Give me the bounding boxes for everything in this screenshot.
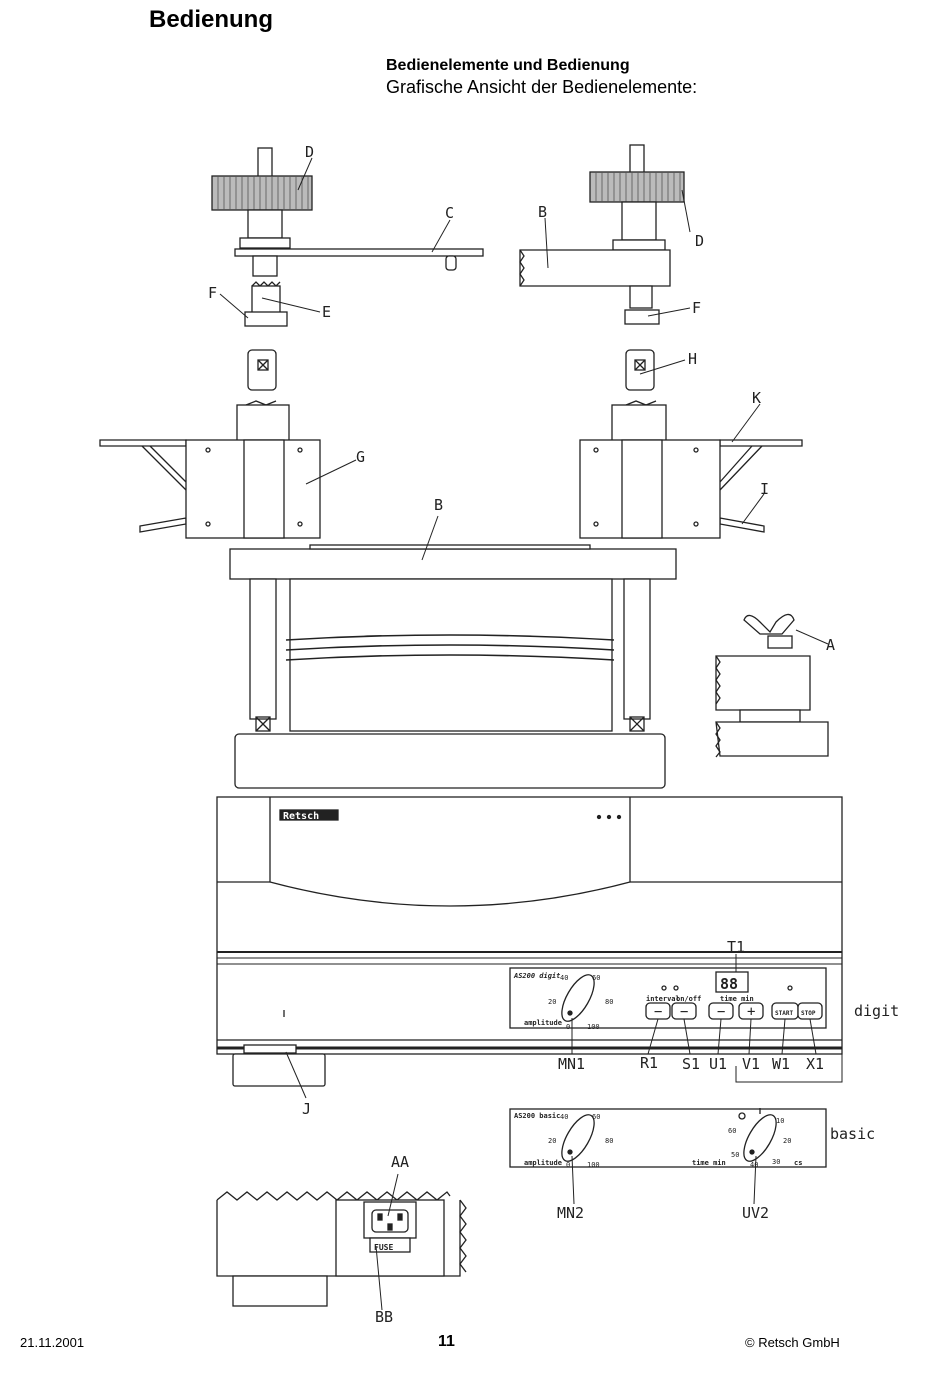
- footer-copyright: © Retsch GmbH: [745, 1335, 840, 1350]
- digit-amp-100: 100: [587, 1023, 600, 1031]
- label-h: H: [688, 350, 697, 368]
- footer-date: 21.11.2001: [20, 1335, 85, 1350]
- basic-amp-60: 60: [592, 1113, 600, 1121]
- top-left-assembly: [211, 147, 484, 442]
- label-mn2: MN2: [557, 1204, 584, 1222]
- label-aa: AA: [391, 1153, 409, 1171]
- label-b-top: B: [538, 203, 547, 221]
- interval-label: interval: [646, 995, 680, 1003]
- time-display: 88: [720, 975, 738, 993]
- onoff-label: on/off: [676, 995, 701, 1003]
- basic-time-40: 40: [750, 1161, 758, 1169]
- onoff-minus-button: −: [680, 1004, 688, 1020]
- basic-amp-80: 80: [605, 1137, 613, 1145]
- rear-view: [216, 1191, 467, 1307]
- stop-button: STOP: [801, 1010, 816, 1017]
- basic-time-10: 10: [776, 1117, 784, 1125]
- digit-amp-40: 40: [560, 974, 568, 982]
- basic-time-60: 60: [728, 1127, 736, 1135]
- basic-amp-0: 0: [566, 1161, 570, 1169]
- basic-time-30: 30: [772, 1158, 780, 1166]
- digit-amp-0: 0: [566, 1023, 570, 1031]
- basic-time-50: 50: [731, 1151, 739, 1159]
- clamping-frame: [99, 439, 803, 789]
- time-plus-button: +: [747, 1004, 755, 1020]
- label-v1: V1: [742, 1055, 760, 1073]
- digit-model-label: AS200 digit: [513, 972, 560, 980]
- section-subtitle: Grafische Ansicht der Bedienelemente:: [386, 77, 698, 97]
- footer-page-number: 11: [438, 1333, 455, 1350]
- machine-body: [216, 796, 843, 1087]
- label-digit: digit: [854, 1002, 899, 1020]
- basic-amplitude-label: amplitude: [524, 1159, 562, 1167]
- label-bb: BB: [375, 1308, 393, 1326]
- label-d-left: D: [305, 143, 314, 161]
- label-a: A: [826, 636, 835, 654]
- retsch-logo: Retsch: [283, 811, 319, 822]
- label-t1: T1: [727, 938, 745, 956]
- digit-amplitude-label: amplitude: [524, 1019, 562, 1027]
- start-button: START: [775, 1010, 793, 1017]
- label-f-right: F: [692, 299, 701, 317]
- digit-time-min-label: time min: [720, 995, 754, 1003]
- label-e: E: [322, 303, 331, 321]
- label-f-left: F: [208, 284, 217, 302]
- label-x1: X1: [806, 1055, 824, 1073]
- label-b-mid: B: [434, 496, 443, 514]
- basic-time-20: 20: [783, 1137, 791, 1145]
- basic-time-min-label: time min: [692, 1159, 726, 1167]
- label-mn1: MN1: [558, 1055, 585, 1073]
- basic-control-panel: [509, 1108, 827, 1168]
- label-d-right: D: [695, 232, 704, 250]
- label-k: K: [752, 389, 761, 407]
- digit-amp-20: 20: [548, 998, 556, 1006]
- digit-amp-80: 80: [605, 998, 613, 1006]
- label-u1: U1: [709, 1055, 727, 1073]
- time-minus-button: −: [717, 1004, 725, 1020]
- page-title: Bedienung: [149, 6, 273, 33]
- label-basic: basic: [830, 1125, 875, 1143]
- label-w1: W1: [772, 1055, 790, 1073]
- label-j: J: [302, 1100, 311, 1118]
- label-uv2: UV2: [742, 1204, 769, 1222]
- label-i: I: [760, 480, 769, 498]
- section-title: Bedienelemente und Bedienung: [386, 57, 630, 74]
- basic-amp-20: 20: [548, 1137, 556, 1145]
- interval-minus-button: −: [654, 1004, 662, 1020]
- basic-amp-40: 40: [560, 1113, 568, 1121]
- leader-lines: [219, 157, 843, 1311]
- digit-control-panel: [509, 967, 827, 1029]
- basic-cs-label: cs: [794, 1159, 802, 1167]
- label-c: C: [445, 204, 454, 222]
- label-s1: S1: [682, 1055, 700, 1073]
- wing-nut-detail: [715, 613, 829, 758]
- basic-amp-100: 100: [587, 1161, 600, 1169]
- fuse-label: FUSE: [374, 1243, 393, 1252]
- label-r1: R1: [640, 1054, 658, 1072]
- digit-amp-60: 60: [592, 974, 600, 982]
- label-g: G: [356, 448, 365, 466]
- basic-model-label: AS200 basic: [514, 1112, 560, 1120]
- top-right-assembly: [519, 144, 685, 442]
